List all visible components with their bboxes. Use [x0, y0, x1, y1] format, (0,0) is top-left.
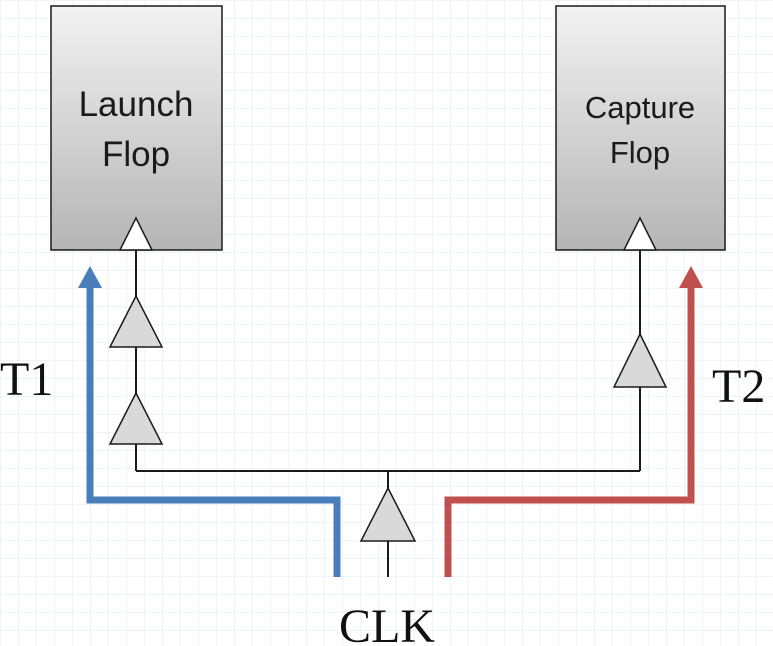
t1-arrow-head [78, 266, 102, 288]
left-buffer-lower [108, 391, 164, 445]
capture-flop-label-line2: Flop [610, 135, 670, 170]
capture-flop: Capture Flop [555, 5, 726, 251]
capture-flop-box [555, 5, 726, 251]
t2-arrow-head [679, 266, 703, 288]
t1-label: T1 [0, 353, 53, 406]
t2-path-line [444, 286, 695, 577]
t1-path-line [86, 286, 341, 577]
root-buffer [359, 486, 417, 542]
clk-label: CLK [339, 600, 435, 646]
right-buffer [612, 332, 668, 388]
left-buffer-upper [108, 294, 164, 348]
t1-path [78, 266, 341, 577]
buffers [108, 294, 668, 542]
launch-flop-label-line2: Flop [102, 135, 170, 174]
capture-flop-label-line1: Capture [585, 90, 695, 125]
launch-flop: Launch Flop [50, 5, 223, 251]
launch-flop-box [50, 5, 223, 251]
t2-label: T2 [712, 360, 765, 413]
launch-flop-label-line1: Launch [79, 85, 194, 124]
t2-path [444, 266, 703, 577]
